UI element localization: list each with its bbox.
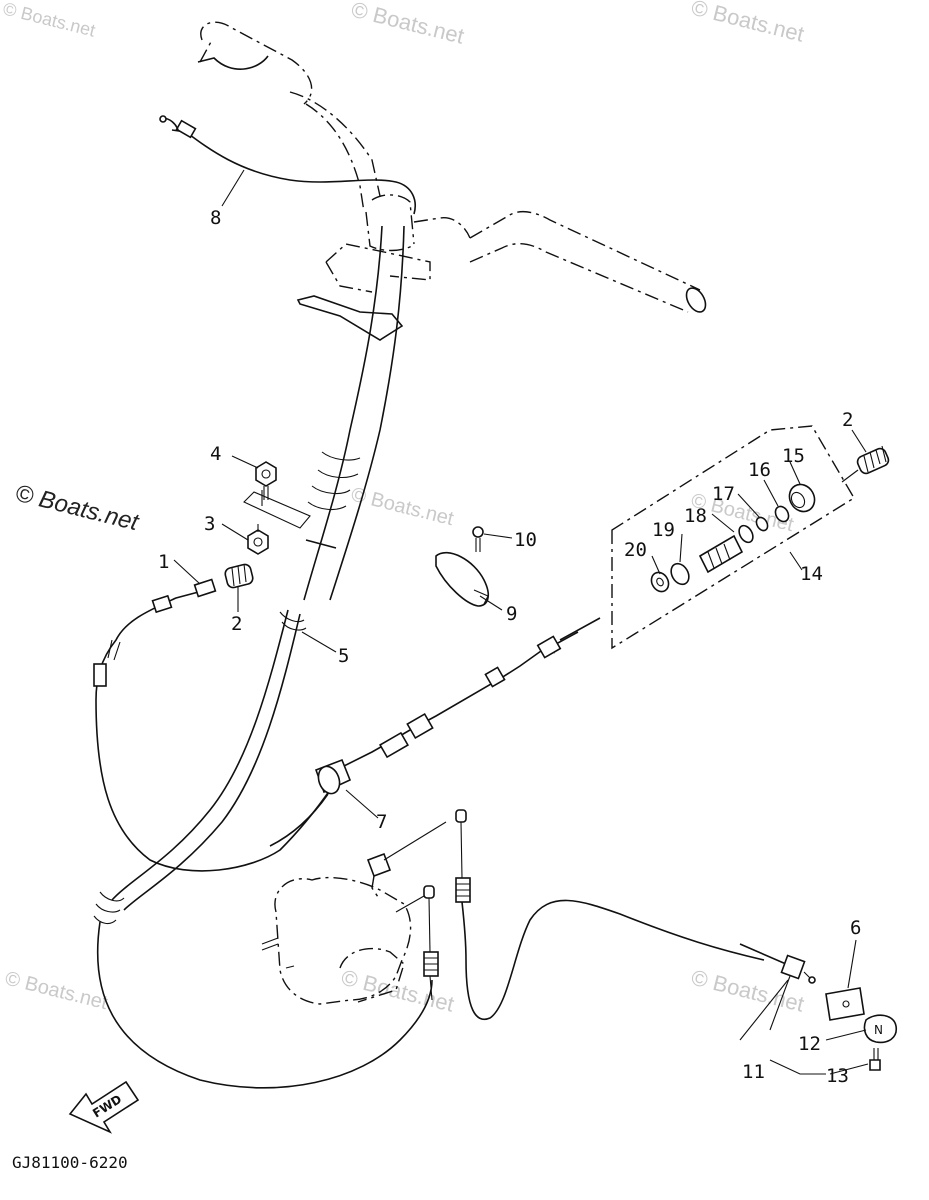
cap-letter: N bbox=[874, 1023, 883, 1037]
callout-3: 3 bbox=[204, 513, 215, 535]
part-16-washer bbox=[774, 505, 790, 523]
callout-6: 6 bbox=[850, 917, 861, 939]
fwd-arrow: FWD bbox=[68, 1080, 140, 1134]
cable-1 bbox=[93, 578, 331, 872]
callout-20: 20 bbox=[624, 539, 647, 561]
drawing-code: GJ81100-6220 bbox=[12, 1153, 128, 1172]
part-15-nut bbox=[788, 483, 816, 513]
callout-13: 13 bbox=[826, 1065, 849, 1087]
callout-1: 1 bbox=[158, 551, 169, 573]
part-20-washer bbox=[650, 571, 670, 593]
part-9-clamp bbox=[435, 551, 490, 607]
shift-cable-assembly bbox=[339, 617, 601, 769]
callout-5: 5 bbox=[338, 645, 349, 667]
callout-2-right: 2 bbox=[842, 409, 853, 431]
watermark-mid-center: © Boats.net bbox=[349, 484, 456, 531]
throttle-cable-tube bbox=[243, 225, 405, 601]
connectors bbox=[395, 809, 765, 1020]
callout-15: 15 bbox=[782, 445, 805, 467]
callout-8: 8 bbox=[210, 207, 221, 229]
watermark-top-center: © Boats.net bbox=[349, 0, 467, 49]
part-4-nut bbox=[255, 461, 277, 500]
part-11-cable-end bbox=[739, 943, 826, 1075]
callout-14: 14 bbox=[800, 563, 823, 585]
watermark-left-dark: © Boats.net bbox=[13, 480, 143, 537]
cable-5 bbox=[93, 609, 433, 1089]
watermark-top-right: © Boats.net bbox=[689, 0, 807, 47]
callout-19: 19 bbox=[652, 519, 675, 541]
watermark-bottom-left: © Boats.net bbox=[3, 968, 110, 1015]
part-17-ring bbox=[755, 516, 769, 532]
part-13-screw bbox=[869, 1048, 881, 1071]
part-2-right bbox=[856, 445, 890, 475]
callout-16: 16 bbox=[748, 459, 771, 481]
part-3-nut bbox=[247, 524, 269, 555]
handlebar bbox=[197, 21, 707, 313]
callout-9: 9 bbox=[506, 603, 517, 625]
callout-17: 17 bbox=[712, 483, 735, 505]
part-2-left bbox=[224, 563, 254, 589]
callout-2-left: 2 bbox=[231, 613, 242, 635]
part-12-cap: N bbox=[825, 1014, 898, 1044]
callout-12: 12 bbox=[798, 1033, 821, 1055]
watermark-top-left: © Boats.net bbox=[1, 0, 97, 41]
part-18-adjuster bbox=[698, 524, 754, 574]
part-6-plate bbox=[825, 939, 865, 1021]
part-19-oring bbox=[670, 562, 690, 586]
callout-10: 10 bbox=[514, 529, 537, 551]
callouts: 1 2 2 3 4 5 6 7 8 9 10 11 12 13 14 15 16… bbox=[158, 207, 861, 1087]
callout-4: 4 bbox=[210, 443, 221, 465]
callout-18: 18 bbox=[684, 505, 707, 527]
engine-outline bbox=[261, 821, 447, 1005]
part-14-group-box bbox=[611, 425, 855, 650]
cable-8 bbox=[159, 115, 416, 215]
part-10-screw bbox=[472, 526, 484, 552]
part-7-sleeve bbox=[269, 758, 352, 847]
callout-11: 11 bbox=[742, 1061, 765, 1083]
leader-lines bbox=[173, 169, 869, 1075]
callout-7: 7 bbox=[376, 811, 387, 833]
